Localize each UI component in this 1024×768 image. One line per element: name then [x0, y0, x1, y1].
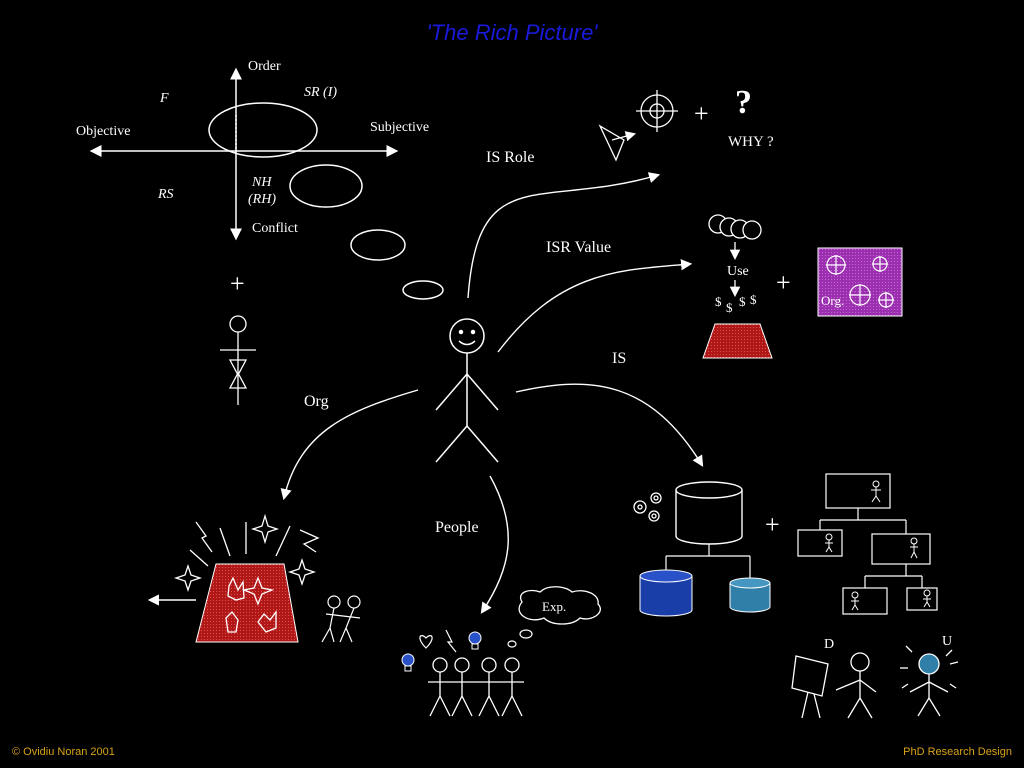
value-red-trapezoid: [702, 323, 773, 359]
designer-label: D: [824, 637, 834, 652]
copyright-symbol: ©: [12, 746, 21, 758]
org-chart-person-icons: [825, 480, 931, 611]
idea-bulb-icons: [401, 631, 482, 672]
arrow-isr-value: [497, 259, 693, 353]
use-label: Use: [727, 264, 749, 279]
relation-arrows: [280, 172, 704, 614]
org-pair-figures-icon: [321, 595, 361, 643]
exp-bubble-small-1: [519, 629, 533, 639]
axis-label-order: Order: [248, 59, 281, 74]
user-label: U: [942, 634, 952, 649]
dollar-4: $: [750, 292, 757, 307]
arrow-people: [480, 475, 509, 614]
org-target-icons: [826, 255, 894, 308]
target-icon: [636, 90, 678, 132]
plus-sign-left: +: [230, 269, 245, 298]
easel-icon: [791, 655, 829, 719]
heart-icon: [419, 635, 433, 649]
exp-thought-bubble: [518, 586, 601, 625]
small-stick-figure-icon: [220, 315, 256, 405]
central-person-icon: [435, 318, 499, 463]
arrow-label-org: Org: [304, 393, 329, 410]
conflict-sparks-icon: [173, 513, 320, 633]
thought-bubble-3: [350, 229, 406, 261]
axis-label-objective: Objective: [76, 124, 130, 139]
arrow-label-people: People: [435, 519, 479, 536]
quadrant-label-nh: NH: [251, 175, 272, 190]
blue-database-icon: [639, 569, 693, 617]
thought-ellipse-2: [289, 164, 363, 208]
axis-label-conflict: Conflict: [252, 221, 298, 236]
exp-bubble-small-2: [507, 640, 517, 648]
org-red-trapezoid: [195, 563, 299, 643]
arrow-org: [280, 389, 419, 501]
db-tree-lines: [665, 544, 751, 580]
quadrant-label-rs: RS: [157, 187, 174, 202]
teal-database-icon: [729, 577, 771, 613]
quadrant-label-rh: (RH): [248, 192, 276, 207]
smiley-group-icon: [708, 214, 762, 240]
footer-project: PhD Research Design: [903, 746, 1012, 758]
plus-sign-why: +: [694, 99, 709, 128]
arrow-label-is: IS: [612, 350, 626, 367]
why-label: WHY ?: [728, 134, 774, 150]
org-box-label: Org.: [821, 293, 844, 308]
arrow-label-isr-value: ISR Value: [546, 239, 611, 256]
people-group-icon: [428, 657, 524, 717]
footer-copyright: © Ovidiu Noran 2001: [12, 746, 115, 758]
arrow-label-is-role: IS Role: [486, 149, 534, 166]
thought-ellipse-1: [208, 102, 318, 158]
axis-label-subjective: Subjective: [370, 120, 429, 135]
user-figure-icon: [900, 645, 959, 717]
org-chart: [797, 473, 938, 615]
page-title: 'The Rich Picture': [426, 20, 598, 45]
bow-arrow-icon: [598, 124, 637, 162]
question-mark-icon: ?: [735, 84, 752, 121]
dollar-2: $: [726, 300, 733, 315]
exp-label: Exp.: [542, 599, 566, 614]
main-database-icon: [675, 481, 743, 545]
footer-author: Ovidiu Noran 2001: [23, 746, 115, 758]
lightning-icon: [445, 629, 457, 653]
quadrant-diagram: [89, 67, 444, 300]
quadrant-label-f: F: [159, 91, 169, 106]
gears-icon: [633, 492, 662, 522]
quadrant-label-sr: SR (I): [304, 85, 337, 100]
designer-figure-icon: [835, 652, 877, 719]
plus-sign-value: +: [776, 268, 791, 297]
plus-sign-is: +: [765, 510, 780, 539]
dollar-3: $: [739, 294, 746, 309]
arrow-is: [515, 383, 704, 467]
thought-bubble-4: [402, 280, 444, 300]
arrow-is-role: [467, 172, 661, 299]
dollar-1: $: [715, 294, 722, 309]
